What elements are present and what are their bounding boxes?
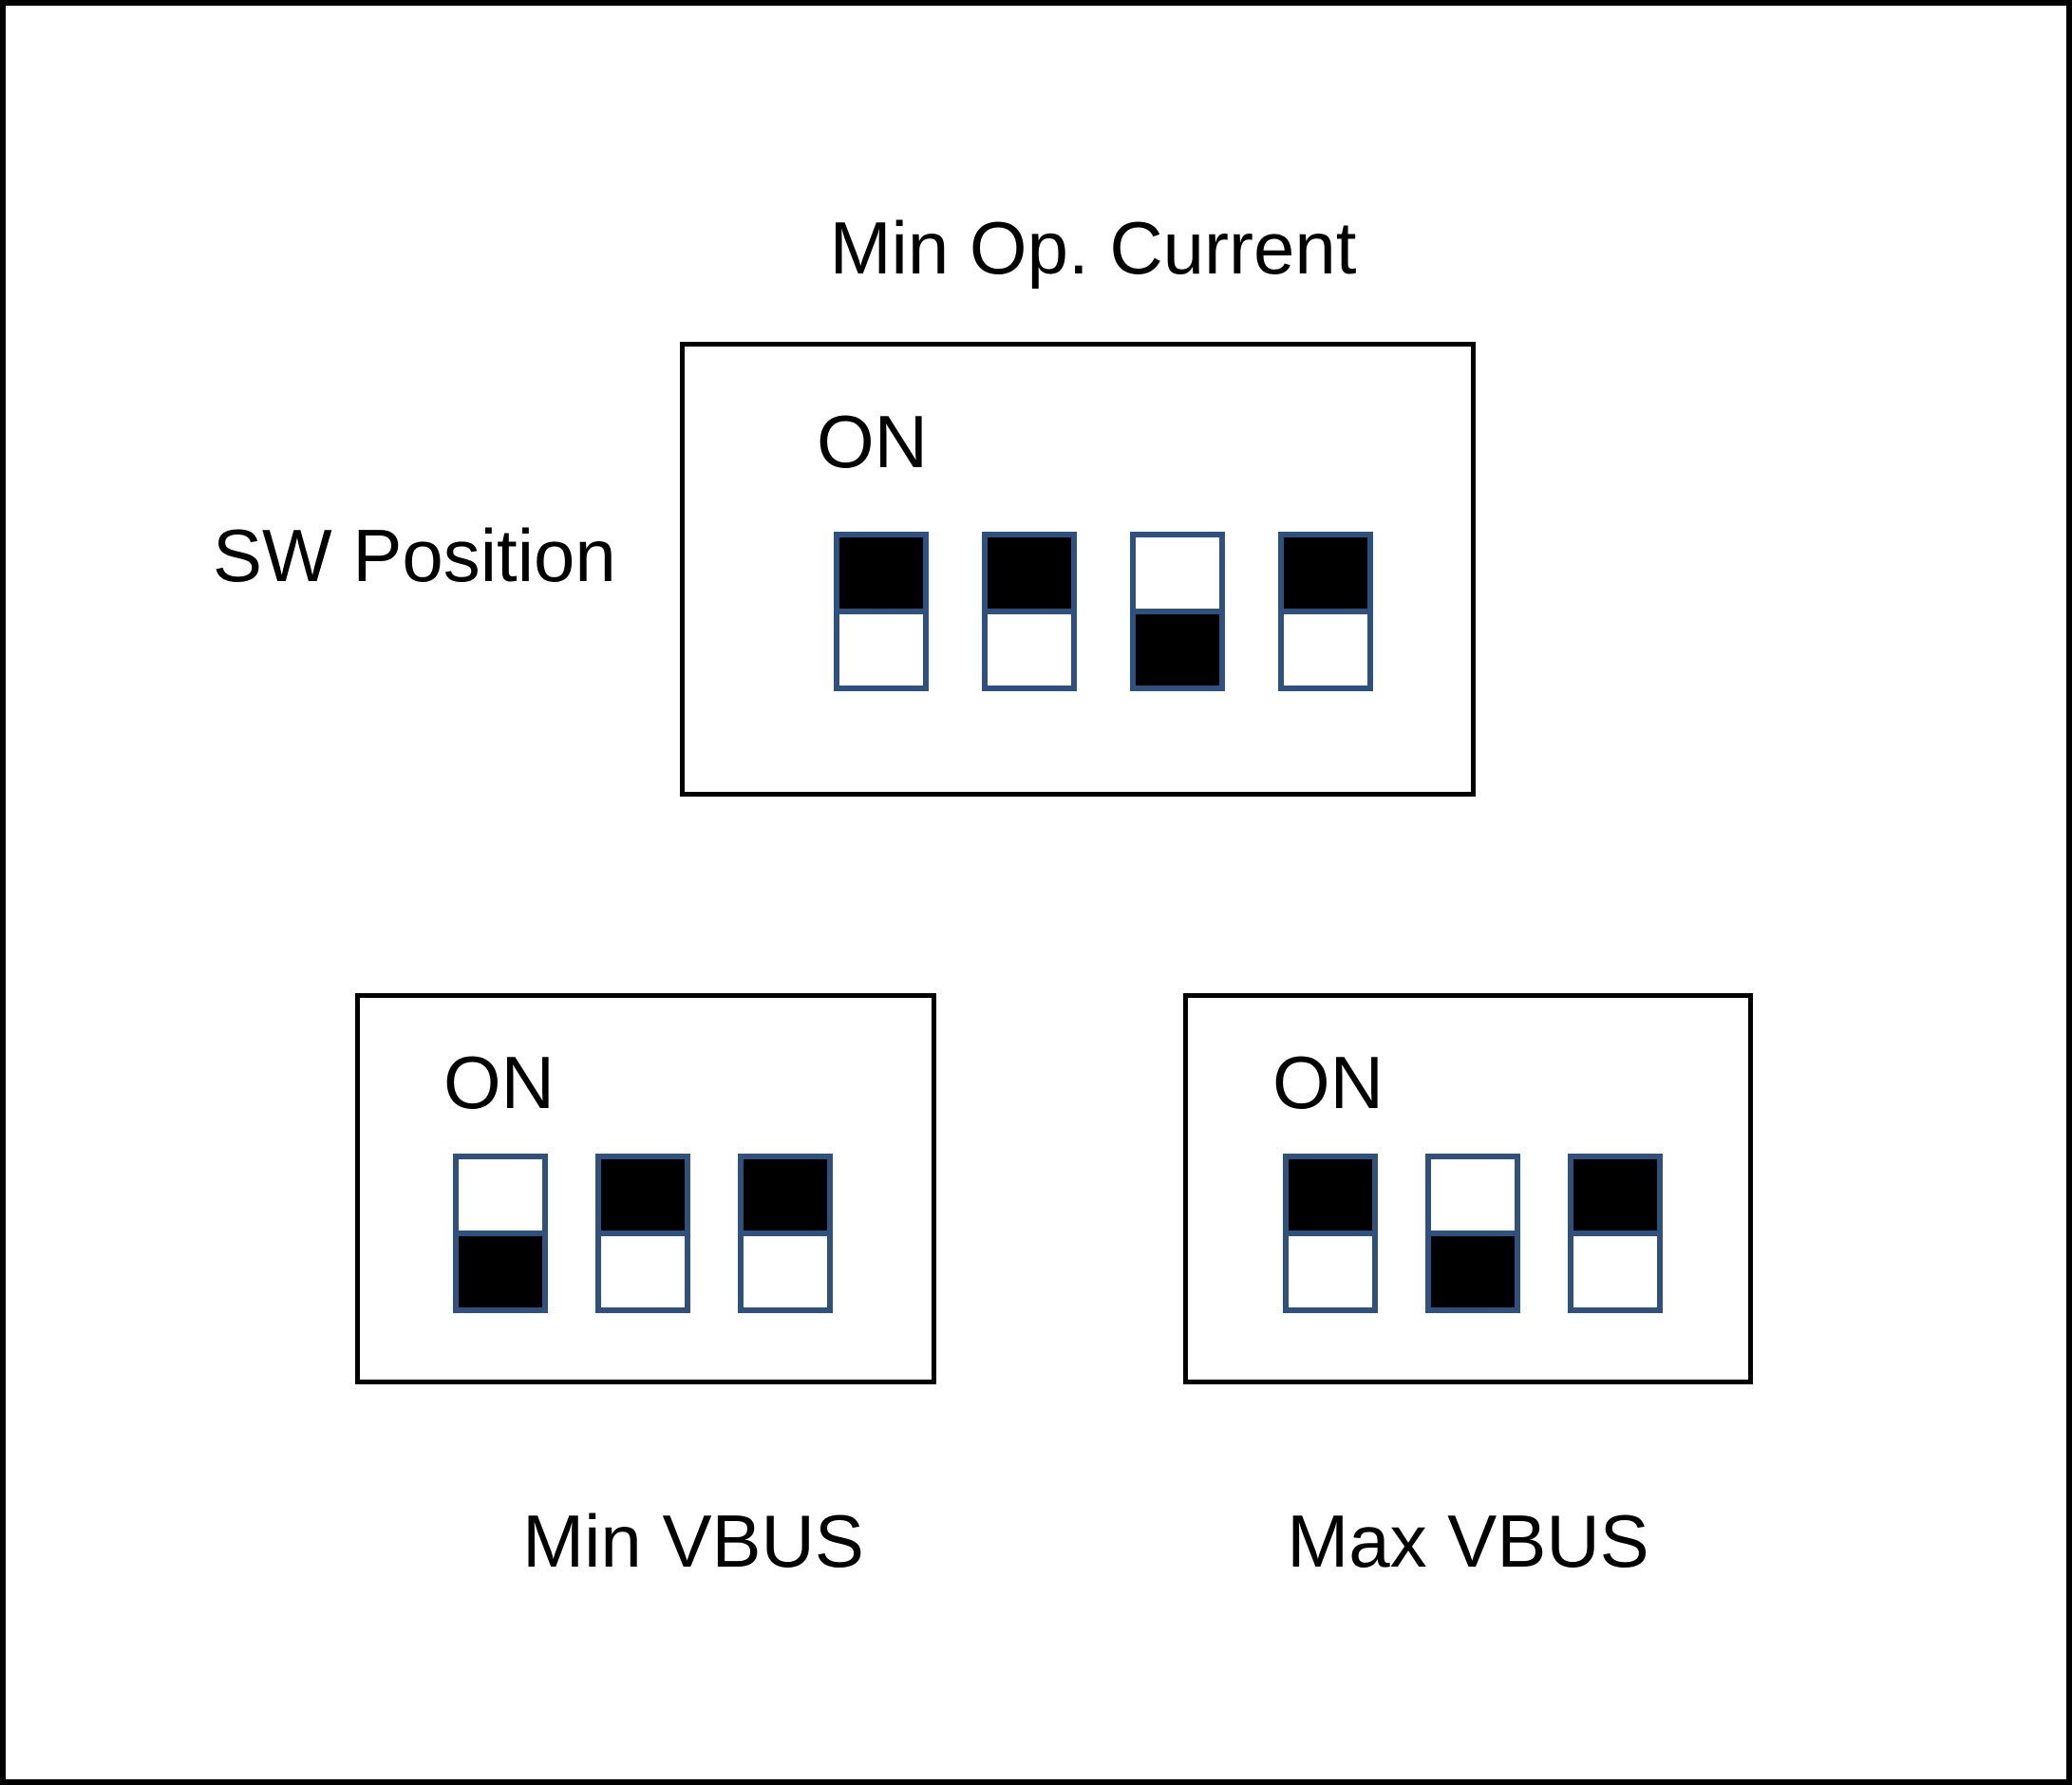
switch-bottom-cell — [595, 1231, 690, 1313]
dip-switch-row — [1283, 1154, 1663, 1313]
sw-position-label: SW Position — [213, 514, 616, 597]
dip-switch-on — [738, 1154, 833, 1313]
dip-switch-on — [595, 1154, 690, 1313]
on-label: ON — [817, 400, 928, 483]
switch-bottom-cell — [1568, 1231, 1663, 1313]
dip-switch-off — [453, 1154, 548, 1313]
dip-switch-off — [1425, 1154, 1520, 1313]
dip-switch-on — [1278, 532, 1373, 691]
switch-top-cell — [1425, 1154, 1520, 1236]
switch-top-cell — [738, 1154, 833, 1236]
dip-switch-row — [834, 532, 1373, 691]
min-vbus-caption: Min VBUS — [522, 1499, 864, 1583]
switch-top-cell — [1278, 532, 1373, 614]
switch-bottom-cell — [1283, 1231, 1378, 1313]
max-vbus-caption: Max VBUS — [1287, 1499, 1649, 1583]
switch-bottom-cell — [738, 1231, 833, 1313]
switch-bottom-cell — [1425, 1231, 1520, 1313]
switch-top-cell — [1568, 1154, 1663, 1236]
switch-top-cell — [834, 532, 929, 614]
min-vbus-panel: ON — [355, 993, 936, 1384]
max-vbus-panel: ON — [1183, 993, 1753, 1384]
dip-switch-on — [834, 532, 929, 691]
on-label: ON — [1272, 1041, 1384, 1124]
switch-top-cell — [982, 532, 1077, 614]
switch-bottom-cell — [834, 609, 929, 691]
switch-bottom-cell — [1130, 609, 1225, 691]
switch-top-cell — [595, 1154, 690, 1236]
switch-top-cell — [453, 1154, 548, 1236]
dip-switch-off — [1130, 532, 1225, 691]
dip-switch-on — [1283, 1154, 1378, 1313]
dip-switch-on — [982, 532, 1077, 691]
dip-switch-on — [1568, 1154, 1663, 1313]
dip-switch-row — [453, 1154, 833, 1313]
figure-title: Min Op. Current — [829, 206, 1357, 290]
on-label: ON — [443, 1041, 555, 1124]
min-op-current-panel: ON — [680, 342, 1476, 797]
switch-top-cell — [1130, 532, 1225, 614]
switch-bottom-cell — [1278, 609, 1373, 691]
switch-top-cell — [1283, 1154, 1378, 1236]
switch-bottom-cell — [453, 1231, 548, 1313]
switch-bottom-cell — [982, 609, 1077, 691]
